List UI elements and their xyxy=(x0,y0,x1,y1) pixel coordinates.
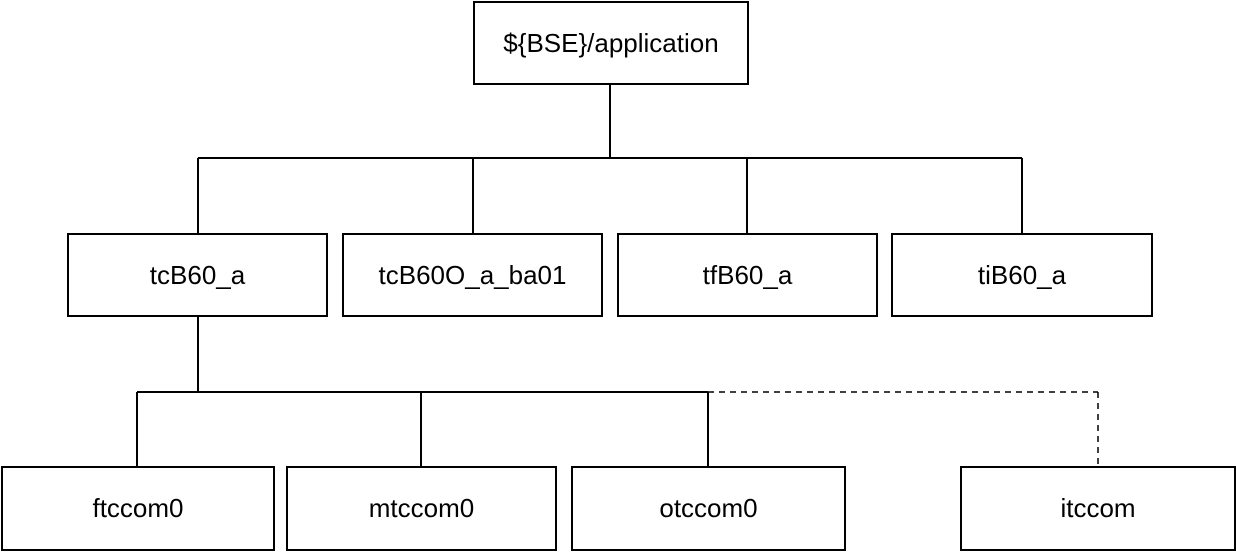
root-node-label: ${BSE}/application xyxy=(503,27,719,58)
node-label: tcB60_a xyxy=(149,259,246,290)
node-tcb60o-a-ba01: tcB60O_a_ba01 xyxy=(342,233,603,317)
node-label: otccom0 xyxy=(659,493,758,523)
node-label: tiB60_a xyxy=(977,259,1067,290)
node-label: mtccom0 xyxy=(368,493,475,523)
node-label: tcB60O_a_ba01 xyxy=(378,259,567,290)
node-tcb60-a: tcB60_a xyxy=(67,233,328,317)
node-label: tfB60_a xyxy=(702,259,793,290)
root-node-box: ${BSE}/application xyxy=(473,1,749,85)
node-ftccom0: ftccom0 xyxy=(1,466,275,551)
node-tib60-a: tiB60_a xyxy=(891,233,1153,317)
node-otccom0: otccom0 xyxy=(571,466,846,551)
node-mtccom0: mtccom0 xyxy=(286,466,557,551)
node-label: itccom xyxy=(1060,493,1136,523)
node-tfb60-a: tfB60_a xyxy=(617,233,878,317)
node-label: ftccom0 xyxy=(92,493,184,523)
node-itccom: itccom xyxy=(960,466,1236,551)
